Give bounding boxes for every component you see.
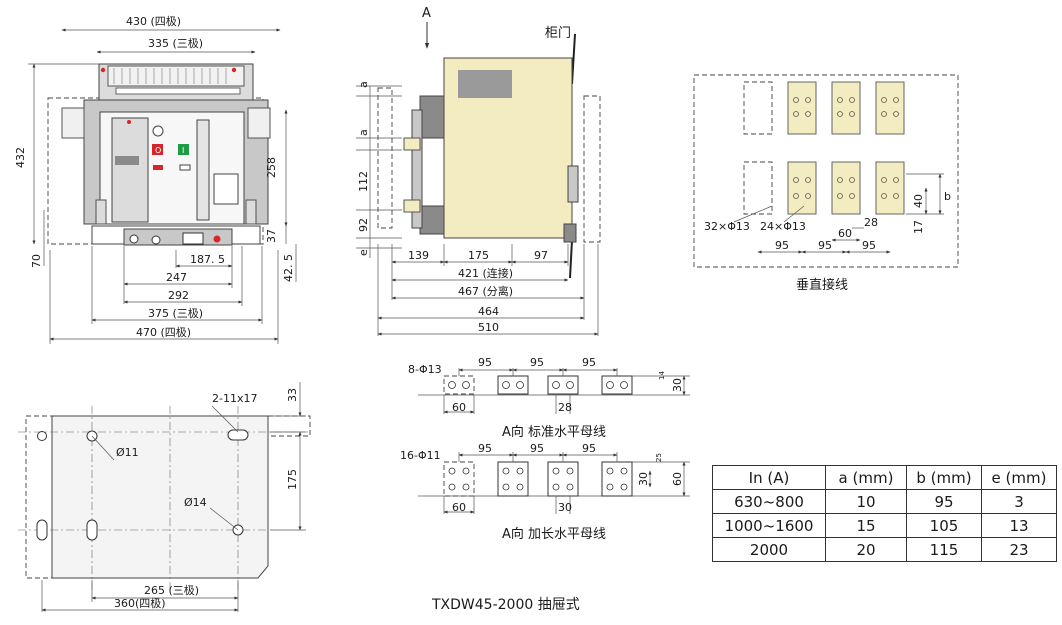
vw-w28: 28 [864, 216, 878, 229]
table-cell: 20 [825, 537, 907, 562]
side-dim-e: e [357, 249, 370, 256]
vw-holes24: 24×Φ13 [760, 220, 806, 233]
be-p3: 95 [582, 442, 596, 455]
table-cell: 630~800 [712, 489, 826, 514]
side-dim-92: 92 [357, 218, 370, 232]
dim-187-5: 187. 5 [190, 253, 225, 266]
bs-h14: 14 [658, 371, 666, 380]
side-dim-175: 175 [468, 249, 489, 262]
dim-258: 258 [265, 157, 278, 178]
side-dim-a1: a [357, 81, 370, 88]
bs-p1: 95 [478, 356, 492, 369]
front-view: 430 (四极) 335 (三极) O I [14, 14, 297, 344]
base-view: Ø11 Ø14 2-11x17 33 175 265 (三极) 360(四极) [18, 382, 311, 612]
bs-w60: 60 [452, 401, 466, 414]
dim-247: 247 [166, 271, 187, 284]
be-p2: 95 [530, 442, 544, 455]
busbar-extended-title: A向 加长水平母线 [502, 526, 606, 542]
busbar-extended: 16-Φ11 95 95 95 60 30 60 30 25 A向 加长水平母线 [400, 442, 690, 542]
table-header-cell: a (mm) [825, 465, 907, 490]
bs-holes: 8-Φ13 [408, 363, 442, 376]
dim-375: 375 (三极) [148, 306, 203, 320]
vw-w95b: 95 [818, 239, 832, 252]
busbar-standard-title: A向 标准水平母线 [502, 424, 606, 440]
bs-p2: 95 [530, 356, 544, 369]
side-dim-510: 510 [478, 321, 499, 334]
dim-432: 432 [14, 147, 27, 168]
be-h25: 25 [655, 453, 663, 462]
busbar-standard: 8-Φ13 95 95 95 60 28 30 14 A向 标准水平母线 [408, 356, 690, 440]
be-holes: 16-Φ11 [400, 449, 441, 462]
table-cell: 95 [906, 489, 982, 514]
door-label: 柜门 [545, 26, 571, 41]
side-dim-112: 112 [357, 171, 370, 192]
table-header-cell: In (A) [712, 465, 826, 490]
table-cell: 10 [825, 489, 907, 514]
side-dim-a2: a [357, 129, 370, 136]
be-w60: 60 [452, 501, 466, 514]
svg-text:O: O [155, 146, 161, 155]
table-header-cell: e (mm) [981, 465, 1057, 490]
side-dim-97: 97 [534, 249, 548, 262]
table-cell: 23 [981, 537, 1057, 562]
vertical-wiring: 32×Φ13 24×Φ13 95 95 95 60 28 40 b 17 垂直接… [693, 74, 959, 293]
table-cell: 15 [825, 513, 907, 538]
base-dim-360: 360(四极) [114, 596, 166, 610]
table-cell: 13 [981, 513, 1057, 538]
table-header-row: In (A) a (mm) b (mm) e (mm) [712, 465, 1057, 490]
side-dim-421: 421 (连接) [458, 267, 513, 280]
side-dim-467: 467 (分离) [458, 284, 513, 298]
bs-w28: 28 [558, 401, 572, 414]
vw-w95a: 95 [775, 239, 789, 252]
side-view: A 柜门 a a 112 92 e [356, 6, 601, 336]
table-cell: 3 [981, 489, 1057, 514]
vertical-wiring-title: 垂直接线 [796, 277, 848, 293]
caption: TXDW45-2000 抽屉式 [431, 597, 580, 613]
base-d14: Ø14 [184, 496, 207, 509]
table-cell: 2000 [712, 537, 826, 562]
side-dim-464: 464 [478, 305, 499, 318]
vw-h17: 17 [912, 220, 925, 234]
table-header-cell: b (mm) [906, 465, 982, 490]
be-p1: 95 [478, 442, 492, 455]
base-dim-265: 265 (三极) [144, 583, 199, 597]
vw-b: b [944, 190, 951, 203]
table-row: 630~800 10 95 3 [712, 489, 1057, 514]
dim-42-5: 42. 5 [282, 254, 295, 282]
be-w30: 30 [558, 501, 572, 514]
dim-430: 430 (四极) [126, 14, 181, 28]
dim-292: 292 [168, 289, 189, 302]
dim-470: 470 (四极) [136, 325, 191, 339]
bs-p3: 95 [582, 356, 596, 369]
table-cell: 105 [906, 513, 982, 538]
dim-70: 70 [30, 254, 43, 268]
table-cell: 1000~1600 [712, 513, 826, 538]
base-dim-33: 33 [286, 388, 299, 402]
dim-37: 37 [265, 229, 278, 243]
vw-w95c: 95 [862, 239, 876, 252]
base-slots: 2-11x17 [212, 392, 257, 405]
bs-h30: 30 [671, 378, 684, 392]
table-cell: 115 [906, 537, 982, 562]
vw-holes32: 32×Φ13 [704, 220, 750, 233]
be-h60: 60 [671, 472, 684, 486]
table-row: 2000 20 115 23 [712, 537, 1057, 562]
spec-table: In (A) a (mm) b (mm) e (mm) 630~800 10 9… [712, 465, 1057, 562]
table-row: 1000~1600 15 105 13 [712, 513, 1057, 538]
base-dim-175: 175 [286, 469, 299, 490]
side-arrow-label: A [422, 6, 431, 21]
vw-w60: 60 [838, 227, 852, 240]
base-d11: Ø11 [116, 446, 139, 459]
vw-h40: 40 [912, 194, 925, 208]
dim-335: 335 (三极) [148, 36, 203, 50]
svg-text:I: I [182, 146, 184, 155]
side-dim-139: 139 [408, 249, 429, 262]
be-h30: 30 [637, 472, 650, 486]
